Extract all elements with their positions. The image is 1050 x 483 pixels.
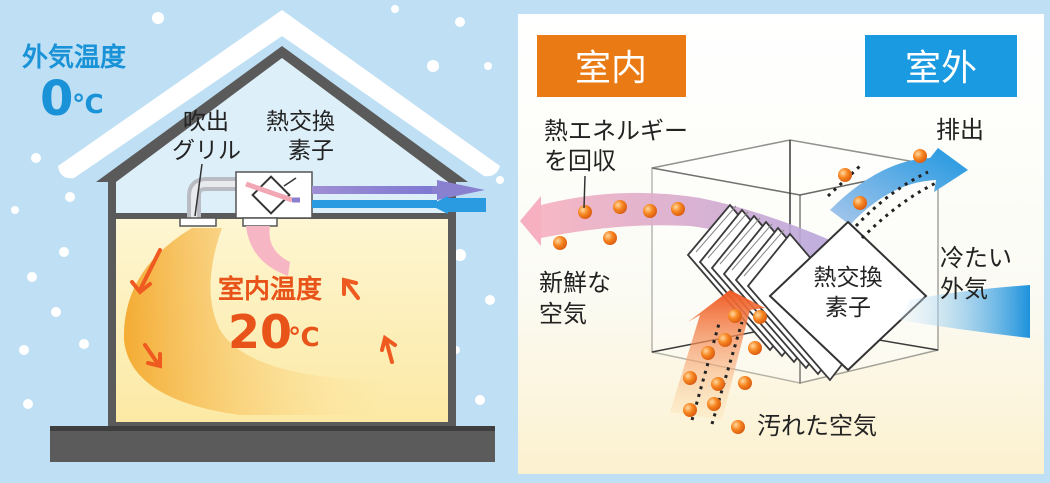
- outdoor-temp-value: 0: [40, 71, 73, 127]
- outdoor-tab: [865, 35, 1017, 97]
- warm-airflow: [123, 228, 380, 415]
- outdoor-tab-label: 室外: [905, 48, 977, 89]
- blow-grille: [179, 217, 217, 227]
- indoor-temp-unit: ℃: [288, 323, 319, 353]
- element-label-line1: 熱交換: [266, 109, 335, 135]
- outdoor-temp: 0 ℃: [40, 71, 103, 127]
- house-illustration: 外気温度 0 ℃ 吹出 グリル 熱交換 素子 室内温度 20 ℃: [11, 5, 504, 462]
- return-grille: [242, 217, 278, 227]
- detail-panel: 室内 室外: [518, 14, 1044, 474]
- outdoor-temp-unit: ℃: [72, 90, 103, 120]
- indoor-tab: [537, 35, 686, 97]
- intake-arrow: [448, 198, 486, 212]
- return-airflow: [246, 226, 290, 276]
- indoor-temp: 20 ℃: [228, 305, 319, 359]
- fresh-air-flow: [541, 192, 830, 260]
- outdoor-temp-label: 外気温度: [22, 42, 126, 73]
- dirty-air-label: 汚れた空気: [757, 412, 877, 440]
- cold-label-line1: 冷たい: [940, 244, 1012, 272]
- grille-label-line1: 吹出: [183, 109, 229, 135]
- indoor-tab-label: 室内: [575, 48, 647, 89]
- snowflakes: [11, 5, 504, 419]
- indoor-temp-label: 室内温度: [218, 274, 322, 305]
- fresh-label-line1: 新鮮な: [539, 269, 611, 297]
- attic: [116, 58, 448, 214]
- exhaust-arrow: [437, 180, 485, 200]
- element-label-line1: 熱交換: [814, 265, 883, 291]
- circulation-arrows: [130, 248, 397, 369]
- fresh-label-line2: 空気: [539, 300, 587, 328]
- ground: [50, 426, 495, 462]
- grille-label-line2: グリル: [172, 138, 241, 164]
- cold-air-flow: [900, 285, 1030, 338]
- exhaust-label: 排出: [936, 116, 984, 144]
- element-diamond: [768, 220, 928, 372]
- recover-label-line2: を回収: [544, 147, 616, 175]
- element-label-line2: 素子: [288, 138, 334, 164]
- cold-label-line2: 外気: [940, 275, 988, 303]
- recover-label-line1: 熱エネルギー: [544, 117, 688, 145]
- heat-particles: [553, 149, 927, 434]
- element-label-line2: 素子: [825, 295, 871, 321]
- indoor-temp-value: 20: [228, 305, 292, 359]
